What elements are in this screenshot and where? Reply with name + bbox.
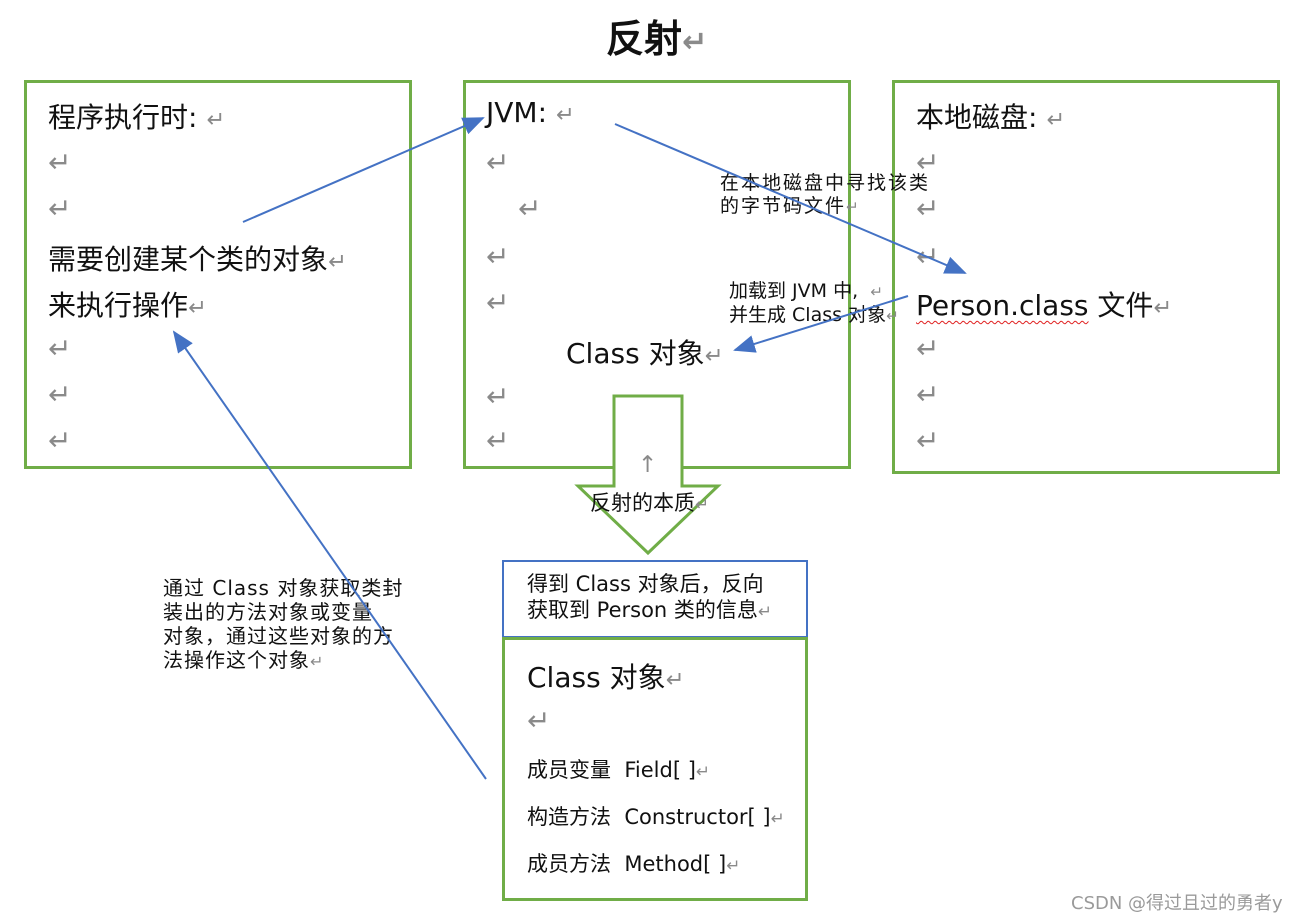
- jvm-class-object: Class 对象↵: [566, 332, 723, 372]
- member-method: 成员方法 Method[ ]↵: [527, 848, 740, 878]
- find-bytecode-annotation: 在本地磁盘中寻找该类 的字节码文件↵: [720, 172, 930, 219]
- reverse-info-box: [502, 560, 808, 638]
- file-name: Person.class: [916, 289, 1089, 322]
- member-type: Method[ ]: [624, 852, 727, 876]
- class-object-box: [502, 637, 808, 901]
- paragraph-mark-icon: ↵: [486, 286, 510, 319]
- paragraph-mark-icon: ↵: [1046, 107, 1066, 133]
- local-disk-heading: 本地磁盘: ↵: [916, 96, 1065, 136]
- paragraph-mark-icon: ↵: [48, 424, 72, 457]
- operate-object-annotation: 通过 Class 对象获取类封 装出的方法对象或变量 对象，通过这些对象的方 法…: [163, 576, 403, 674]
- text-line: 加载到 JVM 中,: [729, 280, 859, 302]
- jvm-box: [463, 80, 851, 469]
- paragraph-mark-icon: ↵: [726, 855, 741, 875]
- program-runtime-heading: 程序执行时: ↵: [48, 96, 225, 136]
- paragraph-mark-icon: ↵: [916, 378, 940, 411]
- paragraph-mark-icon: ↵: [188, 295, 207, 321]
- paragraph-mark-icon: ↵: [1153, 295, 1173, 321]
- paragraph-mark-icon: ↵: [695, 761, 710, 781]
- text-line: 在本地磁盘中寻找该类: [720, 172, 931, 194]
- execute-operation-text: 来执行操作↵: [48, 284, 207, 324]
- text-line: 来执行操作: [48, 289, 189, 322]
- paragraph-mark-icon: ↵: [704, 343, 724, 369]
- paragraph-mark-icon: ↵: [310, 652, 325, 671]
- class-object-heading: Class 对象↵: [527, 656, 684, 696]
- heading-text: Class 对象: [527, 661, 666, 694]
- heading-text: 本地磁盘:: [916, 101, 1038, 134]
- text-line: 获取到 Person 类的信息: [527, 598, 758, 622]
- paragraph-mark-icon: ↵: [870, 283, 883, 301]
- paragraph-mark-icon: ↵: [518, 192, 542, 225]
- text-line: 反射的本质: [590, 491, 695, 515]
- member-constructor: 构造方法 Constructor[ ]↵: [527, 801, 785, 831]
- text-line: 并生成 Class 对象: [729, 304, 887, 326]
- paragraph-mark-icon: ↵: [48, 378, 72, 411]
- text-line: 的字节码文件: [720, 195, 847, 217]
- paragraph-mark-icon: ↵: [770, 808, 785, 828]
- paragraph-mark-icon: ↵: [48, 332, 72, 365]
- member-type: Field[ ]: [624, 758, 696, 782]
- local-disk-box: [892, 80, 1280, 474]
- paragraph-mark-icon: ↵: [48, 146, 72, 179]
- create-object-text: 需要创建某个类的对象↵: [48, 238, 347, 278]
- paragraph-mark-icon: ↵: [527, 704, 551, 737]
- text-line: 装出的方法对象或变量: [163, 600, 373, 624]
- paragraph-mark-icon: ↵: [665, 667, 685, 693]
- file-suffix: 文件: [1088, 289, 1154, 322]
- paragraph-mark-icon: ↵: [695, 494, 710, 514]
- essence-mark-icon: ↑: [638, 452, 658, 478]
- paragraph-mark-icon: ↵: [206, 107, 226, 133]
- paragraph-mark-icon: ↵: [757, 601, 772, 621]
- member-label: 成员方法: [527, 852, 611, 876]
- watermark: CSDN @得过且过的勇者y: [1071, 893, 1283, 914]
- jvm-heading: JVM: ↵: [486, 96, 575, 129]
- paragraph-mark-icon: ↵: [846, 198, 861, 216]
- paragraph-mark-icon: ↵: [916, 240, 940, 273]
- paragraph-mark-icon: ↵: [916, 332, 940, 365]
- paragraph-mark-icon: ↵: [48, 192, 72, 225]
- member-field: 成员变量 Field[ ]↵: [527, 754, 710, 784]
- paragraph-mark-icon: ↵: [886, 307, 899, 325]
- text-line: 需要创建某个类的对象: [48, 243, 329, 276]
- text-line: 得到 Class 对象后，反向: [527, 572, 764, 596]
- paragraph-mark-icon: ↵: [486, 146, 510, 179]
- paragraph-mark-icon: ↵: [328, 249, 347, 275]
- member-type: Constructor[ ]: [624, 805, 771, 829]
- paragraph-mark-icon: ↵: [486, 424, 510, 457]
- text-line: 通过 Class 对象获取类封: [163, 576, 404, 600]
- paragraph-mark-icon: ↵: [486, 240, 510, 273]
- diagram-title: 反射↵: [606, 8, 707, 63]
- heading-text: JVM:: [486, 96, 548, 129]
- load-to-jvm-annotation: 加载到 JVM 中, ↵ 并生成 Class 对象↵: [729, 280, 899, 328]
- text-line: 对象，通过这些对象的方: [163, 624, 394, 648]
- reverse-info-text: 得到 Class 对象后，反向 获取到 Person 类的信息↵: [527, 571, 772, 624]
- heading-text: 程序执行时:: [48, 101, 198, 134]
- paragraph-mark-icon: ↵: [486, 380, 510, 413]
- text-line: 法操作这个对象: [163, 648, 310, 672]
- paragraph-mark-icon: ↵: [682, 25, 708, 60]
- member-label: 构造方法: [527, 805, 611, 829]
- paragraph-mark-icon: ↵: [555, 102, 575, 128]
- title-text: 反射: [606, 17, 683, 61]
- reflection-essence-label: 反射的本质↵: [590, 487, 709, 517]
- paragraph-mark-icon: ↵: [916, 424, 940, 457]
- person-class-file: Person.class 文件↵: [916, 284, 1172, 324]
- text-line: Class 对象: [566, 337, 705, 370]
- member-label: 成员变量: [527, 758, 611, 782]
